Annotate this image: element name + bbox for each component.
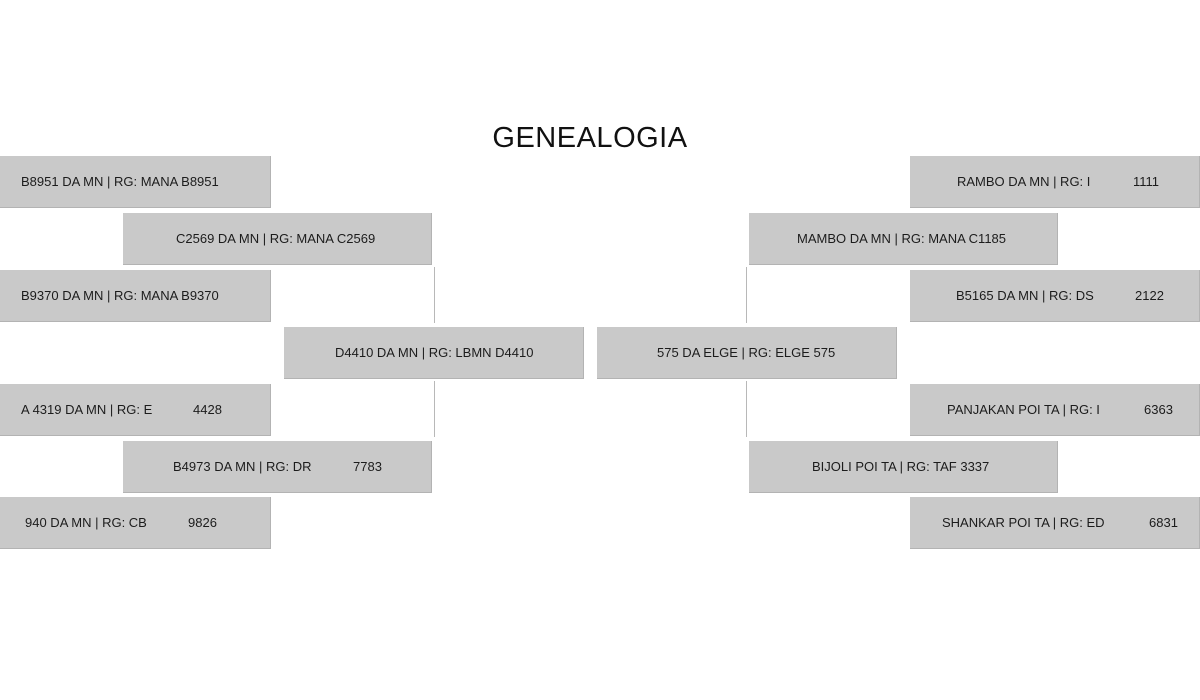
ancestor-code: 6831 (1149, 515, 1178, 530)
ancestor-code: 7783 (353, 459, 382, 474)
ancestor-box-dam-granddam-sire: PANJAKAN POI TA | RG: I 6363 (910, 384, 1200, 436)
connector-line-left-lower (434, 381, 435, 437)
ancestor-box-sire-grandsire-sire: B8951 DA MN | RG: MANA B8951 (0, 156, 271, 208)
ancestor-label: PANJAKAN POI TA | RG: I (947, 402, 1100, 417)
ancestor-code: 2122 (1135, 288, 1164, 303)
ancestor-code: 9826 (188, 515, 217, 530)
ancestor-label: B9370 DA MN | RG: MANA B9370 (21, 288, 219, 303)
ancestor-box-dam-grandsire-sire: RAMBO DA MN | RG: I 1111 (910, 156, 1200, 208)
ancestor-box-sire-granddam: B4973 DA MN | RG: DR 7783 (123, 441, 432, 493)
ancestor-box-dam-grandsire-dam: B5165 DA MN | RG: DS 2122 (910, 270, 1200, 322)
ancestor-box-sire-grandsire: C2569 DA MN | RG: MANA C2569 (123, 213, 432, 265)
ancestor-label: 575 DA ELGE | RG: ELGE 575 (657, 345, 836, 360)
connector-line-left-upper (434, 267, 435, 323)
ancestor-code: 4428 (193, 402, 222, 417)
ancestor-box-dam-granddam: BIJOLI POI TA | RG: TAF 3337 (749, 441, 1058, 493)
ancestor-label: BIJOLI POI TA | RG: TAF 3337 (812, 459, 990, 474)
ancestor-box-sire: D4410 DA MN | RG: LBMN D4410 (284, 327, 584, 379)
ancestor-box-dam-granddam-dam: SHANKAR POI TA | RG: ED 6831 (910, 497, 1200, 549)
ancestor-box-sire-granddam-sire: A 4319 DA MN | RG: E 4428 (0, 384, 271, 436)
page-title: GENEALOGIA (492, 122, 688, 154)
ancestor-box-dam: 575 DA ELGE | RG: ELGE 575 (597, 327, 897, 379)
ancestor-code: 6363 (1144, 402, 1173, 417)
ancestor-label: RAMBO DA MN | RG: I (957, 174, 1091, 189)
connector-line-right-lower (746, 381, 747, 437)
ancestor-box-sire-grandsire-dam: B9370 DA MN | RG: MANA B9370 (0, 270, 271, 322)
ancestor-box-dam-grandsire: MAMBO DA MN | RG: MANA C1185 (749, 213, 1058, 265)
ancestor-code: 1111 (1133, 174, 1160, 189)
ancestor-label: A 4319 DA MN | RG: E (21, 402, 153, 417)
ancestor-label: B5165 DA MN | RG: DS (956, 288, 1094, 303)
ancestor-label: MAMBO DA MN | RG: MANA C1185 (797, 231, 1007, 246)
ancestor-label: 940 DA MN | RG: CB (25, 515, 147, 530)
ancestor-label: C2569 DA MN | RG: MANA C2569 (176, 231, 376, 246)
ancestor-label: B8951 DA MN | RG: MANA B8951 (21, 174, 219, 189)
ancestor-label: B4973 DA MN | RG: DR (173, 459, 312, 474)
ancestor-label: D4410 DA MN | RG: LBMN D4410 (335, 345, 534, 360)
ancestor-box-sire-granddam-dam: 940 DA MN | RG: CB 9826 (0, 497, 271, 549)
connector-line-right-upper (746, 267, 747, 323)
ancestor-label: SHANKAR POI TA | RG: ED (942, 515, 1105, 530)
